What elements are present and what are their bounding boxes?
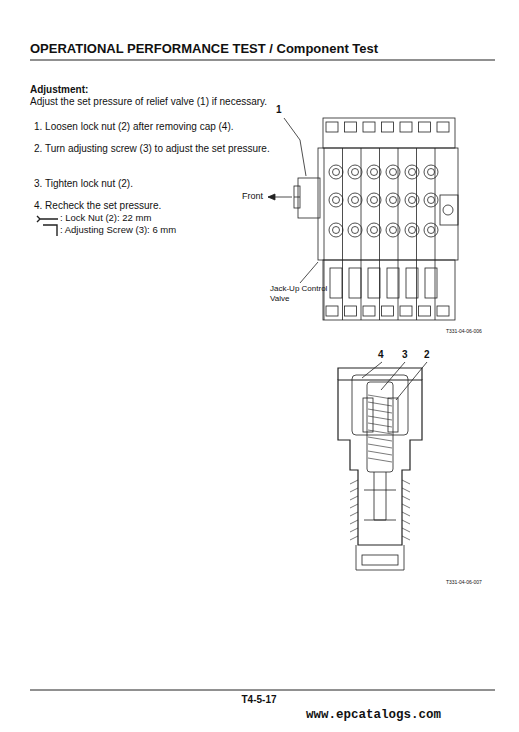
relief-valve [298,178,320,218]
section-heading: Adjustment: [30,84,270,97]
leader-line [294,197,300,198]
step-text: 3. Tighten lock nut (2). [34,178,284,191]
page-title: OPERATIONAL PERFORMANCE TEST / Component… [30,41,378,57]
spring-coils [368,395,392,462]
part-name: Jack-Up Control Valve [270,284,340,304]
relief-valve-section [338,368,422,570]
callout-number: 3 [402,349,408,362]
tool-size: : Adjusting Screw (3): 6 mm [60,224,176,236]
step-text: 4. Recheck the set pressure. [34,200,284,213]
direction-label: Front [242,191,263,202]
thread-lines [350,480,410,540]
front-arrowhead [268,194,275,200]
leader-line [362,362,382,378]
step-text: 2. Turn adjusting screw (3) to adjust th… [34,143,284,156]
wrench-icon [37,216,58,236]
tool-size: : Lock Nut (2): 22 mm [60,212,151,224]
watermark: www.epcatalogs.com [306,708,441,724]
figure-code: T331-04-06-006 [446,328,482,334]
instruction-text: Adjust the set pressure of relief valve … [30,96,270,109]
page-number: T4-5-17 [236,694,282,707]
leader-line [396,362,427,400]
leader-line [284,118,306,176]
callout-number: 2 [424,349,430,362]
leader-line [381,362,405,390]
step-text: 1. Loosen lock nut (2) after removing ca… [34,121,284,134]
callout-number: 1 [276,104,282,117]
callout-number: 4 [378,349,384,362]
leader-line [300,262,318,283]
figure-code: T331-04-06-007 [446,579,482,585]
header-rule [30,59,495,60]
footer-rule [30,690,495,691]
